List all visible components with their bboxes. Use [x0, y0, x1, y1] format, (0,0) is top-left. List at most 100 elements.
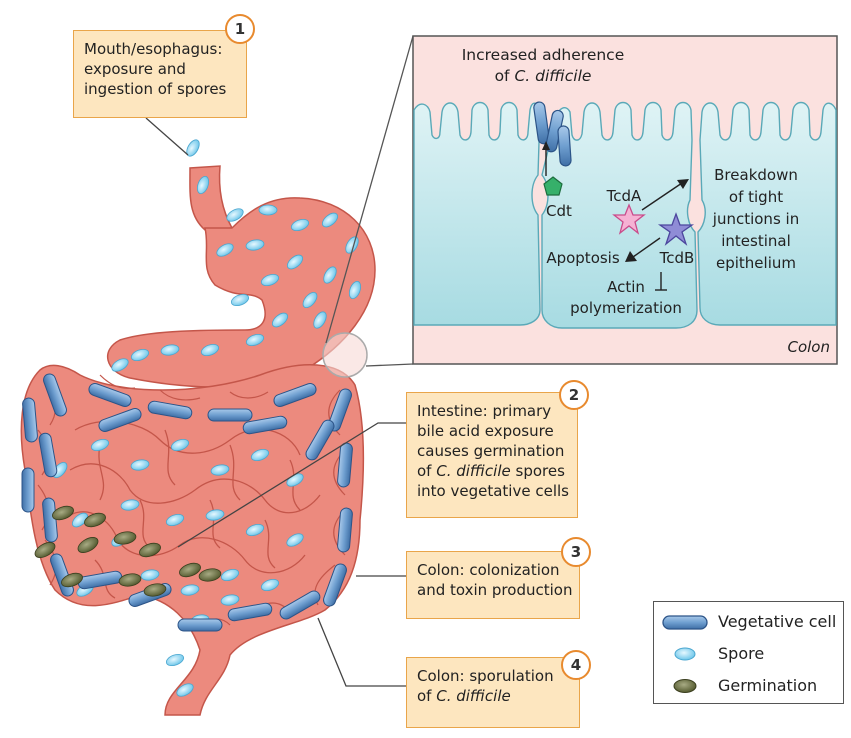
spore-marker [140, 569, 160, 581]
germination-marker [52, 505, 74, 521]
vegetative-cell-icon [662, 615, 708, 630]
spore-icon [674, 647, 696, 661]
large-intestine [20, 364, 365, 716]
callout-2-line: into vegetative cells [417, 482, 569, 500]
step-badge-3: 3 [561, 537, 591, 567]
legend: Vegetative cell Spore Germination [653, 601, 844, 704]
callout-2-line: of C. difficile spores [417, 461, 567, 481]
breakdown-line: epithelium [716, 254, 796, 272]
callout-leaders [145, 117, 406, 687]
vegetative-cell-marker [279, 590, 321, 620]
breakdown-line: junctions in [712, 210, 799, 228]
spore-marker [245, 333, 265, 347]
tcdb-label: TcdB [659, 249, 695, 267]
spore-marker [170, 438, 190, 452]
spore-marker [321, 212, 339, 228]
callout-intestine: Intestine: primary bile acid exposure ca… [406, 392, 578, 518]
breakdown-arrowhead [677, 179, 689, 189]
callout-3-line: and toxin production [417, 581, 573, 599]
germination-marker [113, 531, 137, 545]
inset-arrows [542, 141, 689, 291]
spore-marker [230, 293, 250, 307]
callout-4-line: Colon: sporulation [417, 667, 554, 685]
esophagus [189, 165, 234, 231]
germination-marker [139, 542, 161, 558]
callout-1-line: Mouth/esophagus: [84, 40, 223, 58]
spore-marker [205, 509, 225, 521]
spore-marker [260, 578, 280, 592]
adherence-header-line2: of C. difficile [495, 67, 592, 85]
actin-label-line2: polymerization [570, 299, 682, 317]
epithelial-cell-right [697, 101, 837, 326]
vegetative-cell-marker [207, 408, 253, 422]
adherence-header-prefix: of [495, 67, 515, 85]
germination-marker [143, 583, 167, 597]
spore-marker [130, 459, 150, 471]
breakdown-line: Breakdown [714, 166, 798, 184]
vegetative-cell-marker [242, 415, 288, 435]
callout-1-line: ingestion of spores [84, 80, 227, 98]
spore-marker [258, 204, 278, 216]
colon-label: Colon [787, 338, 830, 356]
spore-marker [260, 273, 280, 287]
adherent-bacteria [533, 101, 572, 167]
legend-label: Germination [718, 676, 818, 695]
spore-marker [196, 175, 210, 195]
leader-4 [317, 617, 406, 687]
spore-marker [186, 139, 200, 157]
magnifier-line-bottom [365, 363, 414, 367]
epithelial-cells [413, 101, 837, 329]
germination-marker [84, 512, 106, 528]
callout-1-line: exposure and [84, 60, 186, 78]
callout-2-line: causes germination [417, 442, 565, 460]
callout-2-line: Intestine: primary [417, 402, 552, 420]
callout-2-suffix: spores [510, 462, 565, 480]
germination-marker [118, 573, 142, 587]
tcda-star-icon [612, 203, 646, 235]
vegetative-cell-marker [88, 383, 132, 407]
step-badge-4: 4 [561, 650, 591, 680]
callout-2-prefix: of [417, 462, 437, 480]
breakdown-label: Breakdown of tight junctions in intestin… [712, 166, 799, 272]
spore-marker [71, 512, 89, 528]
callout-colonization: Colon: colonization and toxin production [406, 551, 580, 619]
actin-label-line1: Actin [607, 278, 645, 296]
spore-marker [165, 653, 185, 667]
spore-marker [220, 568, 240, 582]
spore-marker [165, 513, 185, 527]
breakdown-line: of tight [729, 188, 783, 206]
germination-icon [673, 679, 697, 693]
organism-markers [21, 139, 362, 697]
spore-marker [200, 343, 220, 357]
callout-mouth-esophagus: Mouth/esophagus: exposure and ingestion … [73, 30, 247, 118]
spore-marker [120, 499, 140, 511]
colon-inset: Increased adherence of C. difficile Cdt … [412, 35, 838, 365]
magnifier-circle [322, 332, 368, 378]
cdt-pentagon-icon [543, 176, 563, 196]
adherence-header-line1: Increased adherence [462, 46, 625, 64]
step-badge-1: 1 [225, 14, 255, 44]
callout-4-species: C. difficile [436, 687, 511, 705]
spore-marker [271, 312, 289, 328]
callout-4-prefix: of [417, 687, 437, 705]
spore-marker [348, 280, 362, 300]
leader-2 [177, 422, 406, 548]
spore-marker [180, 584, 200, 596]
spore-marker [176, 683, 194, 697]
legend-item-spore: Spore [654, 642, 843, 666]
adherence-header-species: C. difficile [514, 67, 591, 85]
legend-label: Spore [718, 644, 765, 663]
magnifier-line-top [325, 35, 414, 344]
vegetative-cell-marker [22, 397, 38, 443]
vegetative-cell [557, 125, 572, 167]
spore-marker [245, 239, 265, 251]
germination-marker [198, 568, 222, 582]
spore-marker [323, 266, 337, 284]
spore-marker [160, 344, 180, 356]
vegetative-cell-marker [43, 373, 67, 417]
spore-marker [245, 523, 265, 537]
spore-marker [286, 254, 304, 270]
vegetative-cell-marker [273, 383, 317, 407]
vegetative-cell-marker [38, 432, 58, 478]
